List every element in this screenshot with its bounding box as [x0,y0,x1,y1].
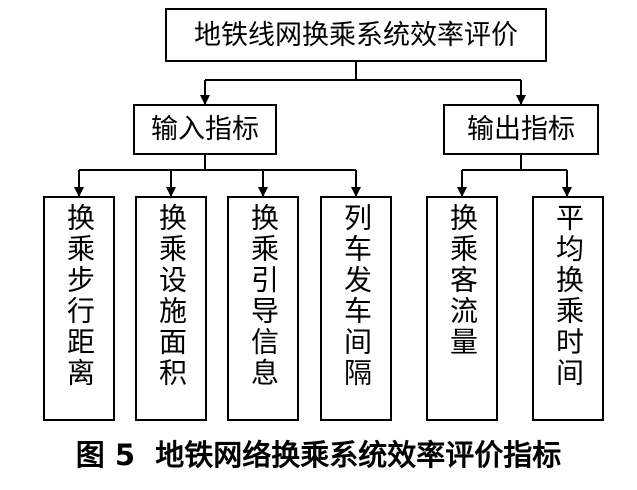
input-item-transfer-walking-distance: 换乘步行距离 [43,196,115,421]
root-node: 地铁线网换乘系统效率评价 [165,8,547,62]
input-item-label: 换乘引导信息 [247,203,280,389]
figure-caption: 图 5 地铁网络换乘系统效率评价指标 [75,438,562,472]
output-indicators-node: 输出指标 [443,104,599,155]
output-item-transfer-passenger-flow: 换乘客流量 [426,196,498,421]
output-indicators-label: 输出指标 [467,114,575,145]
input-item-transfer-facility-area: 换乘设施面积 [135,196,207,421]
input-item-label: 列车发车间隔 [340,203,373,389]
input-item-transfer-guidance-info: 换乘引导信息 [227,196,299,421]
input-indicators-node: 输入指标 [133,104,277,155]
input-item-label: 换乘步行距离 [63,203,96,389]
root-node-label: 地铁线网换乘系统效率评价 [194,19,518,51]
input-item-train-departure-interval: 列车发车间隔 [320,196,392,421]
input-indicators-label: 输入指标 [151,114,259,145]
output-item-label: 换乘客流量 [446,203,479,358]
output-item-average-transfer-time: 平均换乘时间 [532,196,604,421]
input-item-label: 换乘设施面积 [155,203,188,389]
output-item-label: 平均换乘时间 [552,203,585,389]
